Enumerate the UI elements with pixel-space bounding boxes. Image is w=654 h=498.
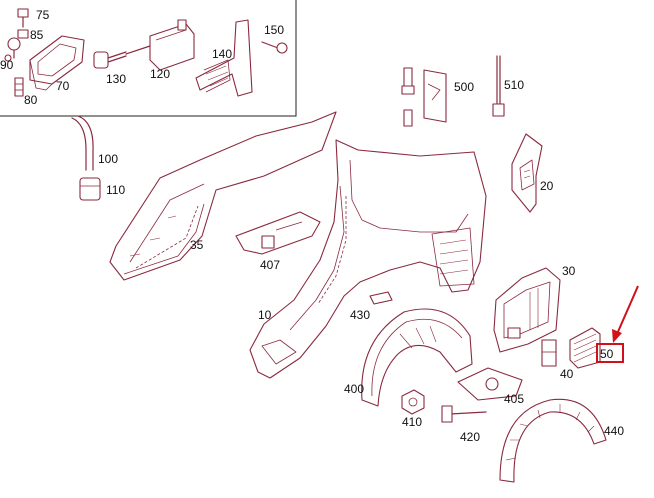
part-400-wheel-liner[interactable] [361,308,473,407]
inset-frame [0,0,297,117]
callout-405: 405 [504,392,524,406]
part-130-actuator-pin[interactable] [93,51,127,69]
highlight-box [596,343,624,363]
callout-120: 120 [150,67,170,81]
part-40-clip[interactable] [541,339,557,367]
callout-440: 440 [604,424,624,438]
callout-400: 400 [344,382,364,396]
callout-500: 500 [454,80,474,94]
callout-110: 110 [106,183,125,197]
callout-407: 407 [260,258,280,272]
callout-430: 430 [350,308,370,322]
callout-410: 410 [402,415,422,429]
part-70-housing[interactable] [29,35,85,91]
callout-10: 10 [258,308,272,322]
callout-130: 130 [106,72,126,86]
part-430-plate[interactable] [369,291,393,305]
callout-420: 420 [460,430,480,444]
highlight-arrow [612,285,639,343]
callout-80: 80 [24,93,38,107]
part-405-bracket[interactable] [457,367,523,401]
part-407-bracket[interactable] [235,211,321,255]
callout-75: 75 [36,8,50,22]
part-140-bracket[interactable] [195,19,253,97]
part-120-motor[interactable] [125,19,195,71]
part-150-bolt[interactable] [261,41,288,54]
callout-40: 40 [560,367,574,381]
part-85-clip[interactable] [17,29,29,39]
callout-50: 50 [600,347,614,361]
callout-140: 140 [212,47,232,61]
part-80-bracket[interactable] [14,77,24,97]
callout-30: 30 [562,264,576,278]
callout-150: 150 [264,23,284,37]
part-510-long-bolt[interactable] [492,55,505,117]
callout-100: 100 [98,152,118,166]
callout-20: 20 [540,179,554,193]
part-110-clamp[interactable] [79,177,101,201]
part-410-nut[interactable] [401,389,425,415]
part-440-arch-trim[interactable] [499,398,607,483]
callout-85: 85 [30,28,44,42]
part-100-hose[interactable] [71,115,94,171]
part-30-rear-panel[interactable] [493,267,561,353]
part-35-side-panel[interactable] [109,111,337,281]
part-420-bolt[interactable] [441,405,487,423]
part-75-bolt[interactable] [17,8,29,28]
callout-510: 510 [504,78,524,92]
part-20-pillar-trim[interactable] [511,133,543,213]
part-500-fastener-set[interactable] [401,67,447,127]
part-10-quarter-panel[interactable] [249,139,487,379]
callout-35: 35 [190,238,204,252]
callout-70: 70 [56,79,70,93]
part-90-screw[interactable] [4,37,21,62]
callout-90: 90 [0,58,14,72]
part-50-vent-grille[interactable] [569,327,601,369]
